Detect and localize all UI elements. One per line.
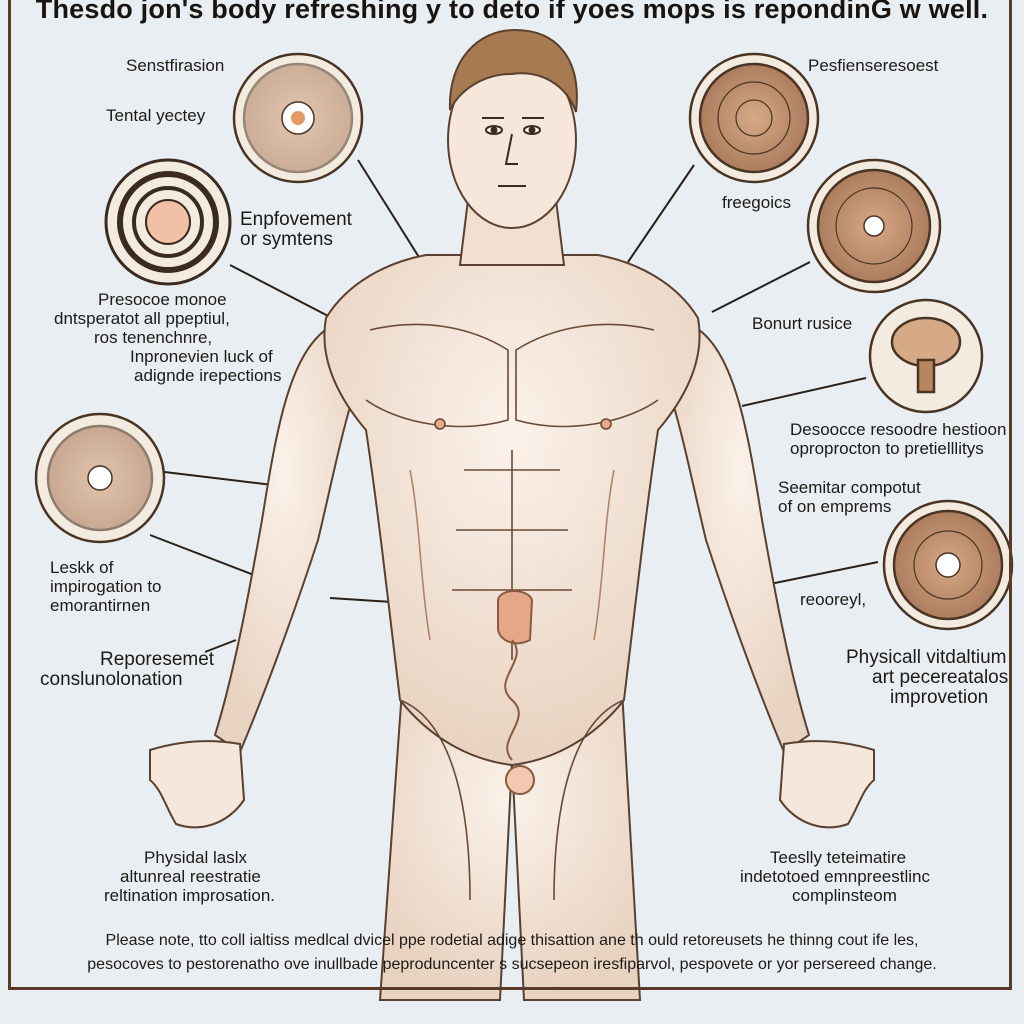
right-arm [670, 318, 811, 754]
connector-line [204, 639, 237, 653]
label-line: Physicall vitdaltium [846, 647, 1007, 668]
label-line: Enpfovement [240, 209, 352, 230]
inset-circle-brain [868, 298, 984, 414]
bladder [505, 765, 535, 795]
label-left-5: Leskk of impirogation to emorantirnen [50, 558, 162, 615]
connector-line [741, 377, 867, 407]
label-line: impirogation to [50, 577, 162, 596]
connector-line [329, 597, 393, 603]
footer-line-1: Please note, tto coll ialtiss medlcal dv… [105, 932, 919, 949]
label-right-5: Seemitar compotut of on emprems [778, 478, 921, 516]
nose [504, 133, 518, 165]
label-line: of on emprems [778, 497, 892, 516]
page-title: Thesdo jon's body refreshing y to deto i… [35, 0, 989, 24]
muscle-details [365, 323, 659, 901]
right-pectoral [515, 323, 659, 428]
label-line: dntsperatot all ppeptiul, [54, 309, 230, 328]
label-line: adignde irepections [134, 366, 282, 385]
inset-circle-cells-top [232, 52, 364, 184]
left-arm [213, 318, 354, 754]
inset-circle-tissue-top [688, 52, 820, 184]
label-line: Desoocce resoodre hestioon [790, 420, 1007, 439]
connector-line [627, 164, 695, 263]
label-left-3: Enpfovement or symtens [240, 210, 352, 250]
right-nipple [600, 418, 612, 430]
label-line: ros tenenchnre, [94, 328, 213, 347]
label-line: Teeslly teteimatire [770, 848, 907, 867]
intestine [504, 639, 520, 761]
inset-circle-tissue-bottom [882, 499, 1014, 631]
inset-circle-target [104, 158, 232, 286]
inset-circle-cells-mid [34, 412, 166, 544]
label-left-1: Senstfirasion [126, 56, 225, 75]
label-right-7: Physicall vitdaltium art pecereatalos im… [846, 648, 1008, 708]
label-line: Presocoe monoe [98, 290, 227, 309]
hair [448, 28, 578, 113]
connector-line [769, 561, 879, 585]
label-right-1: Pesfienseresoest [808, 56, 939, 75]
label-line: Inpronevien luck of [130, 347, 273, 366]
connector-lines [147, 159, 879, 653]
label-line: oproprocton to pretielllitys [790, 439, 984, 458]
inset-circle-tissue-mid [806, 158, 942, 294]
label-left-2: Tental yectey [106, 106, 206, 125]
left-hand [149, 740, 246, 829]
footer-line-2: pesocoves to pestorenatho ove inullbade … [87, 956, 937, 973]
label-right-8: Teeslly teteimatire indetotoed emnpreest… [740, 848, 930, 905]
label-right-4: Desoocce resoodre hestioon oproprocton t… [790, 420, 1006, 458]
label-left-4: Presocoe monoe dntsperatot all ppeptiul,… [54, 290, 281, 385]
stomach [497, 590, 534, 645]
label-line: emorantirnen [50, 596, 151, 615]
left-nipple [434, 418, 446, 430]
left-pectoral [365, 323, 509, 428]
label-right-3: Bonurt rusice [752, 314, 853, 333]
label-line: Seemitar compotut [778, 478, 921, 497]
label-line: improvetion [890, 687, 989, 708]
connector-line [357, 159, 423, 263]
connector-line [711, 261, 811, 313]
label-line: complinsteom [792, 886, 897, 905]
label-line: or symtens [240, 229, 333, 250]
legs [378, 689, 642, 1001]
connector-line [229, 264, 333, 319]
label-line: Leskk of [50, 558, 114, 577]
internal-organ [497, 590, 535, 795]
label-line: reltination improsation. [104, 886, 276, 905]
border-frame [8, 0, 1012, 990]
label-line: Physidal laslx [144, 848, 247, 867]
label-line: art pecereatalos [872, 667, 1009, 688]
label-line: conslunolonation [40, 669, 183, 690]
label-line: indetotoed emnpreestlinc [740, 867, 930, 886]
label-line: altunreal reestratie [120, 867, 261, 886]
label-line: Reporesemet [100, 649, 215, 670]
label-left-7: Physidal laslx altunreal reestratie relt… [104, 848, 275, 905]
right-hand [778, 740, 875, 829]
label-right-6: reooreyl, [800, 590, 867, 609]
label-right-2: freegoics [722, 193, 791, 212]
label-left-6: Reporesemet conslunolonation [40, 650, 214, 690]
face [482, 117, 544, 187]
